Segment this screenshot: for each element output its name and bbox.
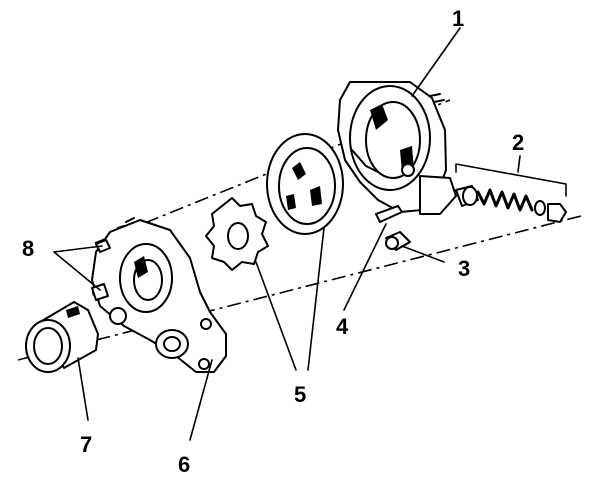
spring-assembly-part-2	[455, 185, 567, 223]
callout-3: 3	[458, 256, 470, 281]
callout-7: 7	[80, 432, 92, 457]
callout-6: 6	[178, 452, 190, 477]
callout-labels: 1 2 3 4 5 6 7 8	[22, 6, 524, 477]
pump-housing-part-1	[337, 81, 457, 215]
outer-rotor-part-5	[266, 133, 344, 235]
bolt-part-8	[91, 239, 111, 301]
callout-2: 2	[512, 130, 524, 155]
callout-8: 8	[22, 236, 34, 261]
leader-lines	[53, 27, 567, 441]
inner-gear-part-5	[205, 197, 269, 271]
callout-5: 5	[294, 382, 306, 407]
clip-part-4	[375, 205, 403, 223]
seal-part-7	[25, 301, 99, 373]
pin-part-3	[385, 231, 411, 251]
front-cover-part-6	[91, 217, 227, 373]
callout-1: 1	[452, 6, 464, 31]
callout-4: 4	[336, 314, 349, 339]
